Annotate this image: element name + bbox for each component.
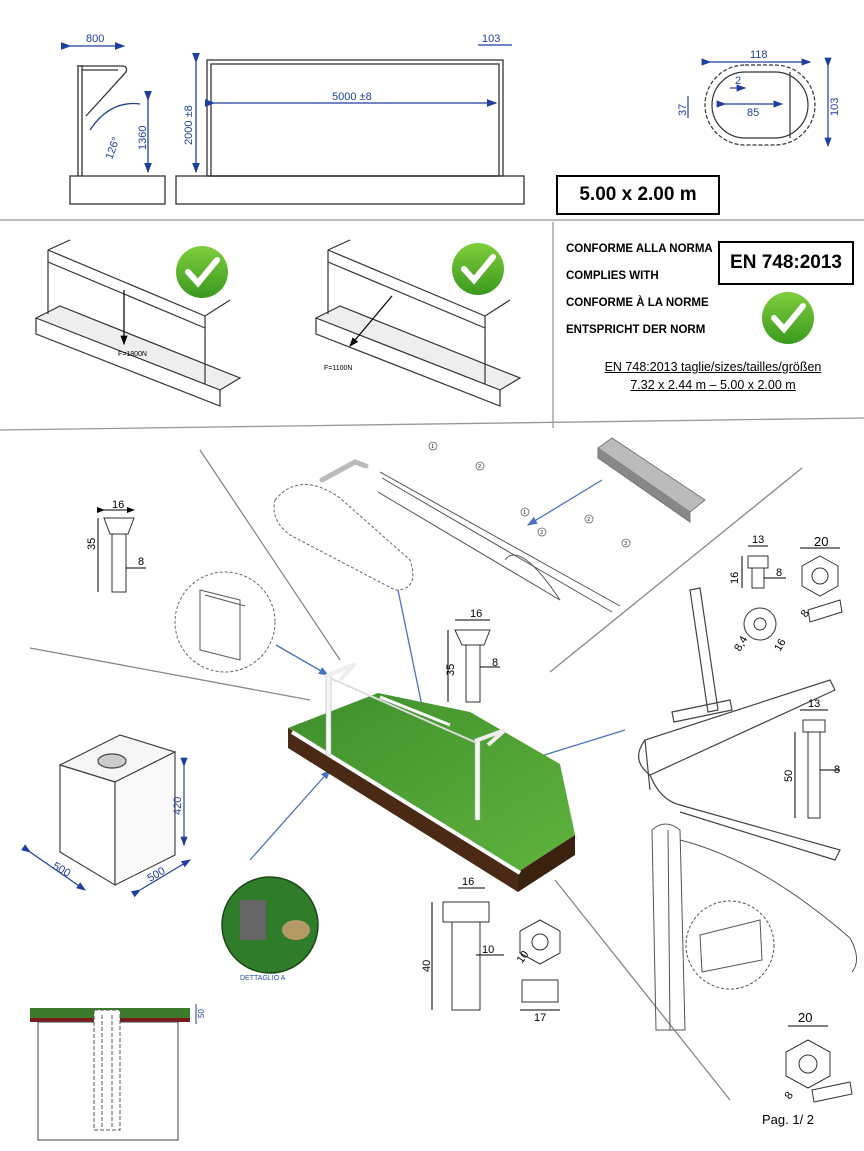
dim-profile-inner: 85	[747, 107, 759, 119]
dim-screw-b-shank: 8	[492, 657, 498, 669]
dim-nut-right-d: 8	[799, 608, 812, 620]
bracket	[638, 587, 841, 861]
dim-front-height: 2000 ±8	[183, 105, 195, 145]
callout-number: 2	[478, 464, 481, 470]
check-icon	[452, 243, 504, 295]
dim-profile-height: 103	[829, 98, 841, 116]
dim-screw-a-length: 35	[86, 538, 98, 550]
force-vertical-label: F=1800N	[118, 351, 147, 358]
norm-standard: EN 748:2013	[718, 241, 854, 285]
page-number: Pag. 1/ 2	[762, 1112, 815, 1127]
dim-bolt-right-head: 13	[752, 534, 764, 546]
bolt-40	[431, 887, 504, 1011]
test-horizontal-load	[314, 239, 522, 407]
size-label: 5.00 x 2.00 m	[556, 175, 720, 215]
detail-a-label: DETTAGLIO A	[240, 975, 286, 982]
nut-bottom	[785, 1025, 853, 1103]
nut-right	[800, 547, 843, 623]
rail-assembly	[377, 471, 621, 613]
norm-line-it: CONFORME ALLA NORMA	[566, 243, 713, 255]
post-detail	[651, 823, 857, 1031]
detail-a-circle	[221, 876, 319, 974]
corner-detail-lens	[174, 571, 276, 673]
norm-line-fr: CONFORME À LA NORME	[566, 297, 709, 309]
callout-number: 1	[431, 444, 434, 450]
dim-bolt-right-shank: 8	[776, 567, 782, 579]
norm-line-en: COMPLIES WITH	[566, 270, 659, 282]
bolt-50	[794, 709, 840, 819]
goal-3d-render	[288, 662, 578, 892]
dim-nut-40-width: 17	[534, 1012, 546, 1024]
dim-screw-b-head: 16	[470, 608, 482, 620]
dim-front-post: 103	[482, 33, 500, 45]
dim-side-angle: 126°	[104, 136, 123, 161]
screw-a	[97, 507, 146, 593]
dim-foundation-w1: 500	[51, 860, 73, 880]
dim-side-height: 1360	[137, 126, 149, 150]
callout-number: 2	[587, 517, 590, 523]
dim-bolt-50-head: 13	[808, 698, 820, 710]
dim-nut-right: 20	[814, 534, 828, 549]
dim-screw-a-shank: 8	[138, 556, 144, 568]
screw-b	[447, 619, 500, 703]
norm-sizes-line1: EN 748:2013 taglie/sizes/tailles/größen	[604, 360, 822, 374]
dim-bolt-right-length: 16	[729, 572, 741, 584]
dim-foundation-height: 420	[172, 797, 184, 815]
dim-bolt-50-shank: 8	[834, 764, 840, 776]
check-icon	[176, 246, 228, 298]
nut-40	[519, 919, 561, 1011]
dim-washer-d: 8,4	[732, 634, 750, 653]
dim-bolt-40-head: 16	[462, 876, 474, 888]
bolt-right	[741, 545, 786, 641]
dim-nut-40-d: 10	[515, 949, 532, 966]
dim-washer-o: 16	[772, 637, 789, 654]
side-view	[60, 42, 166, 205]
dim-profile-left: 37	[677, 104, 689, 116]
callout-bubbles	[428, 441, 631, 548]
dim-bolt-50-length: 50	[783, 770, 795, 782]
dim-screw-b-length: 35	[445, 664, 457, 676]
callout-number: 3	[624, 541, 627, 547]
norm-line-de: ENTSPRICHT DER NORM	[566, 324, 706, 336]
section-view	[30, 1004, 197, 1141]
front-view	[175, 44, 525, 205]
dim-bolt-40-shank: 10	[482, 944, 494, 956]
separator-mid	[0, 417, 864, 431]
callout-number: 1	[523, 510, 526, 516]
dim-profile-gap: 2	[735, 75, 741, 87]
dim-nut-bottom-width: 20	[798, 1010, 812, 1025]
dim-nut-bottom-d: 8	[783, 1090, 796, 1102]
dim-side-depth: 800	[86, 33, 104, 45]
rail-profile	[597, 437, 706, 523]
check-icon	[762, 292, 814, 344]
foundation-block	[21, 734, 192, 898]
leader-lines	[29, 449, 803, 1101]
dim-screw-a-head: 16	[112, 499, 124, 511]
force-horizontal-label: F=1100N	[324, 365, 352, 372]
dim-front-width: 5000 ±8	[332, 91, 372, 103]
test-vertical-load	[34, 239, 242, 407]
dim-profile-width: 118	[750, 49, 768, 61]
rail-zoom-lens	[273, 484, 414, 591]
profile-section	[687, 57, 832, 148]
dim-bolt-40-length: 40	[421, 960, 433, 972]
callout-number: 2	[540, 530, 543, 536]
norm-sizes-line2: 7.32 x 2.44 m – 5.00 x 2.00 m	[630, 378, 796, 392]
dim-section-height: 50	[197, 1009, 206, 1018]
allen-key-icon	[319, 459, 369, 483]
